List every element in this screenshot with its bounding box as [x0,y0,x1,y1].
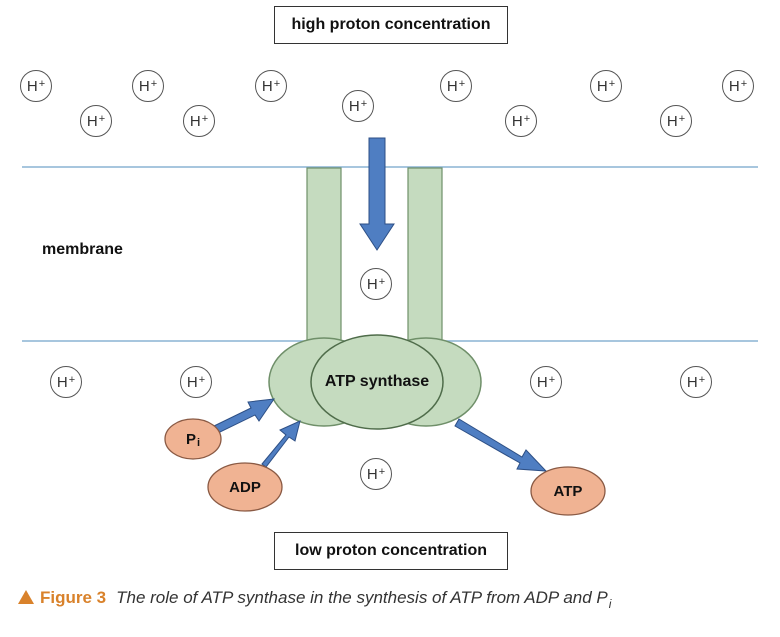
caption-subscript: i [608,597,612,611]
atp-output-arrow [454,418,548,472]
proton-ion: H+ [180,366,212,398]
pi-subscript: i [196,437,201,449]
proton-ion: H+ [255,70,287,102]
proton-ion: H+ [680,366,712,398]
proton-ion: H+ [132,70,164,102]
synthase-center [310,334,444,430]
channel-right-pillar [407,167,443,351]
atp-label: ATP [553,482,583,500]
proton-ion: H+ [505,105,537,137]
proton-ion: H+ [360,458,392,490]
pi-molecule [164,418,222,460]
adp-molecule [207,462,283,512]
figure-caption: Figure 3 The role of ATP synthase in the… [18,588,612,611]
low-concentration-label: low proton concentration [274,532,508,570]
pi-main: P [185,430,196,448]
caption-text: The role of ATP synthase in the synthesi… [116,588,608,607]
caption-triangle-icon [18,590,34,604]
proton-ion: H+ [660,105,692,137]
atp-molecule [530,466,606,516]
synthase-label: ATP synthase [324,373,430,390]
proton-ion: H+ [722,70,754,102]
adp-label: ADP [229,478,261,496]
proton-ion: H+ [50,366,82,398]
adp-input-arrow [261,420,301,468]
proton-ion: H+ [440,70,472,102]
pi-input-arrow [213,398,276,434]
proton-ion: H+ [530,366,562,398]
proton-ion: H+ [20,70,52,102]
proton-flow-arrow [359,137,395,251]
caption-figure-number: Figure 3 [40,588,107,607]
proton-ion: H+ [360,268,392,300]
proton-ion: H+ [183,105,215,137]
channel-left-pillar [306,167,342,351]
proton-ion: H+ [80,105,112,137]
proton-ion: H+ [590,70,622,102]
membrane-label: membrane [42,241,123,258]
proton-ion: H+ [342,90,374,122]
high-concentration-label: high proton concentration [274,6,508,44]
